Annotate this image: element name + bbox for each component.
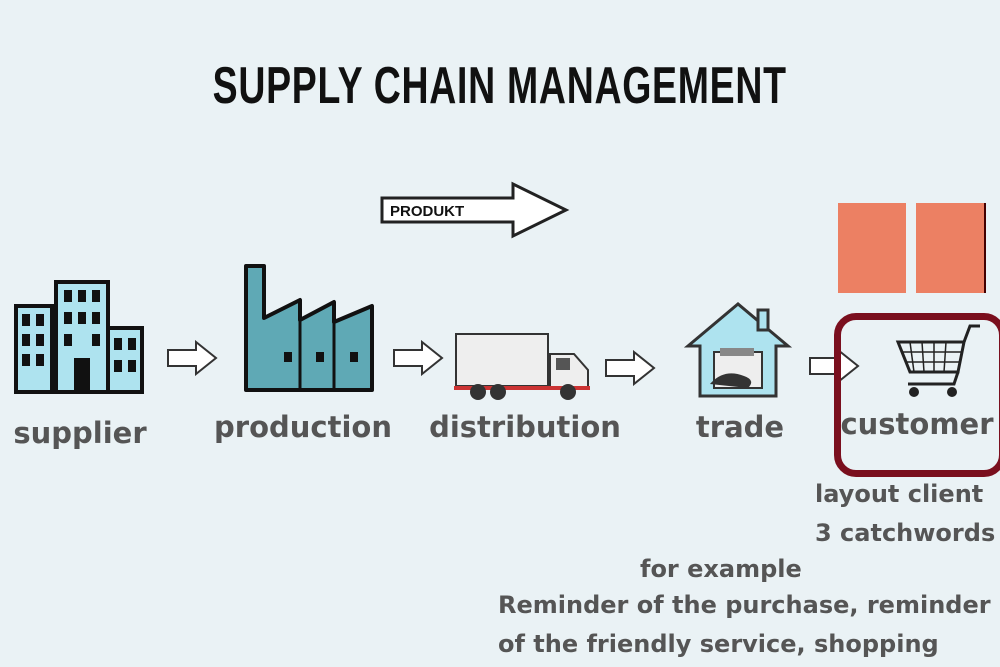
document-image xyxy=(916,203,986,293)
stage-label-trade: trade xyxy=(695,410,785,444)
stage-label-production: production xyxy=(214,410,392,444)
note-example-line2: of the friendly service, shopping xyxy=(498,630,939,658)
note-layout-client: layout client xyxy=(815,480,984,508)
store-icon xyxy=(684,302,793,398)
document-image xyxy=(838,203,906,293)
note-example-line1: Reminder of the purchase, reminder xyxy=(498,591,991,619)
flow-arrow-icon xyxy=(167,340,218,376)
factory-icon xyxy=(244,264,374,392)
flow-arrow-icon xyxy=(605,350,656,386)
building-icon xyxy=(14,280,144,394)
product-arrow-label: PRODUKT xyxy=(390,203,464,220)
stage-label-supplier: supplier xyxy=(13,416,147,450)
shopping-cart-icon xyxy=(895,324,980,397)
product-arrow: PRODUKT xyxy=(380,181,570,239)
stage-label-distribution: distribution xyxy=(429,410,621,444)
note-for-example: for example xyxy=(640,555,802,583)
truck-icon xyxy=(454,333,590,400)
note-catchwords: 3 catchwords xyxy=(815,519,996,547)
flow-arrow-icon xyxy=(393,340,444,376)
stage-label-customer: customer xyxy=(840,407,994,441)
page-title: SUPPLY CHAIN MANAGEMENT xyxy=(212,57,788,115)
